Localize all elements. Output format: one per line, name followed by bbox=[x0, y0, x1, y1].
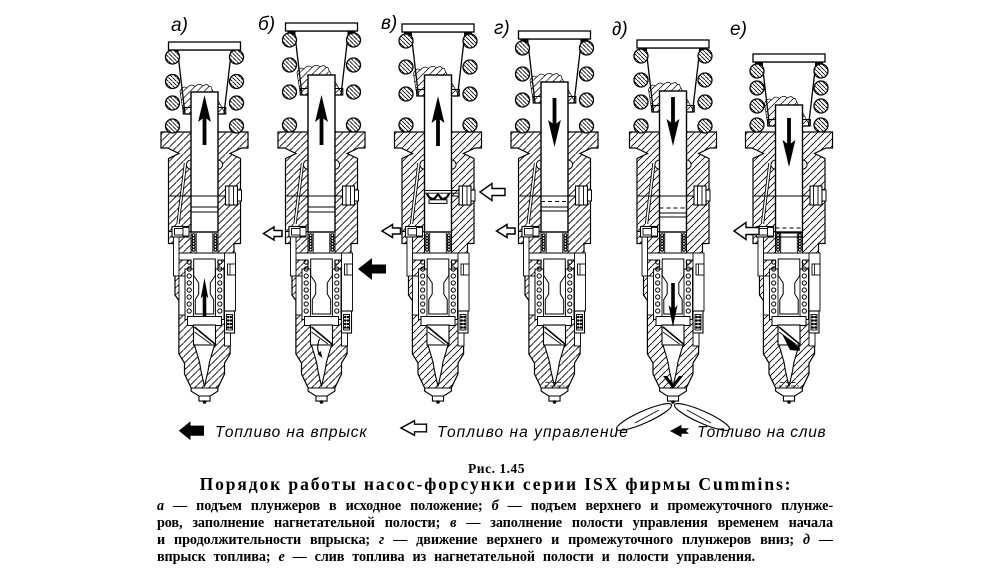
svg-text:Топливо на управление: Топливо на управление bbox=[437, 424, 629, 441]
svg-text:в): в) bbox=[381, 13, 397, 34]
svg-text:Топливо на слив: Топливо на слив bbox=[697, 424, 826, 441]
svg-text:г): г) bbox=[494, 18, 510, 39]
svg-text:а): а) bbox=[171, 15, 188, 36]
svg-text:Топливо на впрыск: Топливо на впрыск bbox=[215, 424, 368, 441]
svg-text:б): б) bbox=[258, 14, 275, 35]
svg-text:∂): ∂) bbox=[612, 19, 628, 40]
svg-text:е): е) bbox=[730, 19, 747, 40]
